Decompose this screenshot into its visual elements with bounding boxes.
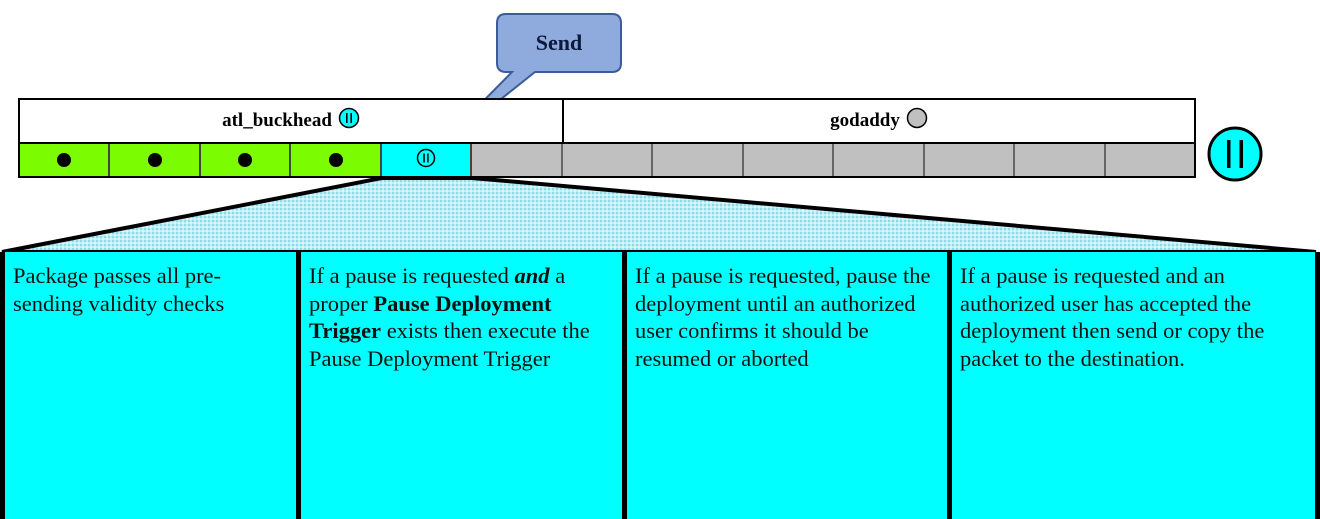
pause-circle-icon: [416, 148, 436, 173]
step-cell[interactable]: [924, 144, 1016, 176]
server-header-godaddy[interactable]: godaddy: [562, 98, 1196, 144]
panel-emphasis: and: [514, 263, 550, 288]
step-details: Package passes all pre-sending validity …: [0, 252, 1320, 519]
done-dot-icon: [328, 153, 343, 167]
server-name: atl_buckhead: [222, 110, 332, 131]
done-dot-icon: [238, 153, 253, 167]
detail-panel-trigger: If a pause is requested and a proper Pau…: [296, 252, 622, 519]
step-cell[interactable]: [834, 144, 925, 176]
detail-panel-pause: If a pause is requested, pause the deplo…: [622, 252, 947, 519]
done-dot-icon: [57, 153, 72, 167]
panel-text: If a pause is requested, pause the deplo…: [635, 263, 931, 371]
panel-text: If a pause is requested: [309, 263, 515, 288]
detail-panel-validity: Package passes all pre-sending validity …: [0, 252, 296, 519]
panel-text: a proper: [309, 263, 566, 316]
step-cell-send[interactable]: [381, 144, 473, 176]
empty-circle-icon: [906, 107, 928, 135]
server-header-atl-buckhead[interactable]: atl_buckhead: [18, 98, 564, 144]
expansion-wedge: [1, 176, 1317, 254]
step-cell[interactable]: [1105, 144, 1195, 176]
callout-label: Send: [535, 30, 583, 55]
panel-text: exists then execute the Pause Deployment…: [309, 318, 590, 371]
server-name: godaddy: [830, 110, 900, 131]
step-cell[interactable]: [562, 144, 654, 176]
step-cell[interactable]: [743, 144, 835, 176]
step-cell[interactable]: [291, 144, 382, 176]
step-cell[interactable]: [20, 144, 111, 176]
step-cell[interactable]: [110, 144, 201, 176]
step-cell[interactable]: [1015, 144, 1106, 176]
step-cell[interactable]: [472, 144, 563, 176]
overall-pause-icon[interactable]: [1206, 125, 1264, 188]
step-cell[interactable]: [200, 144, 292, 176]
panel-text: If a pause is requested and an authorize…: [960, 263, 1265, 371]
step-cell[interactable]: [653, 144, 744, 176]
done-dot-icon: [147, 153, 162, 167]
panel-text: Package passes all pre-sending validity …: [13, 263, 225, 316]
panel-bold: Pause Deployment Trigger: [309, 290, 552, 344]
deployment-steps: [18, 144, 1196, 178]
detail-panel-send: If a pause is requested and an authorize…: [947, 252, 1320, 519]
pause-circle-icon: [338, 107, 360, 135]
